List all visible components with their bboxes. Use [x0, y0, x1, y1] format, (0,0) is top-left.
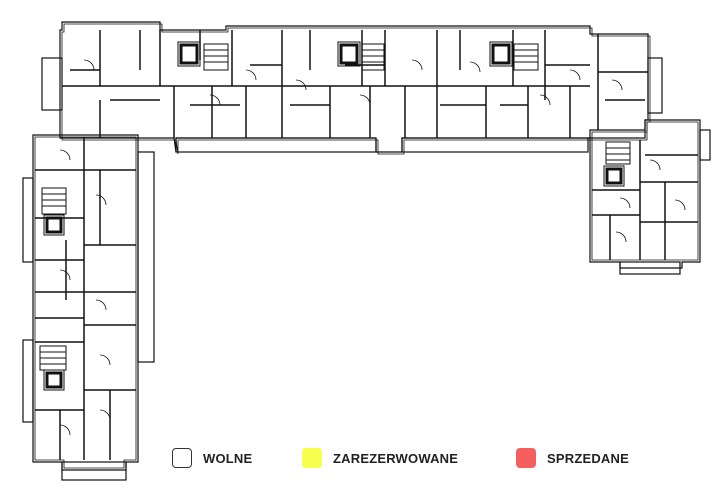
legend-item-sold[interactable]: SPRZEDANE [516, 445, 629, 471]
door-swings [59, 59, 686, 436]
legend-item-free[interactable]: WOLNE [172, 445, 252, 471]
interior-walls [35, 30, 698, 460]
legend: WOLNE ZAREZERWOWANE SPRZEDANE [0, 445, 720, 475]
legend-label-sold: SPRZEDANE [547, 450, 629, 466]
stair-cores [39, 41, 631, 391]
sold-swatch [516, 448, 536, 468]
legend-label-free: WOLNE [203, 450, 253, 466]
building-outline [22, 21, 711, 481]
legend-item-reserved[interactable]: ZAREZERWOWANE [302, 445, 458, 471]
reserved-swatch [302, 448, 322, 468]
free-swatch [172, 448, 192, 468]
legend-label-reserved: ZAREZERWOWANE [333, 450, 459, 466]
